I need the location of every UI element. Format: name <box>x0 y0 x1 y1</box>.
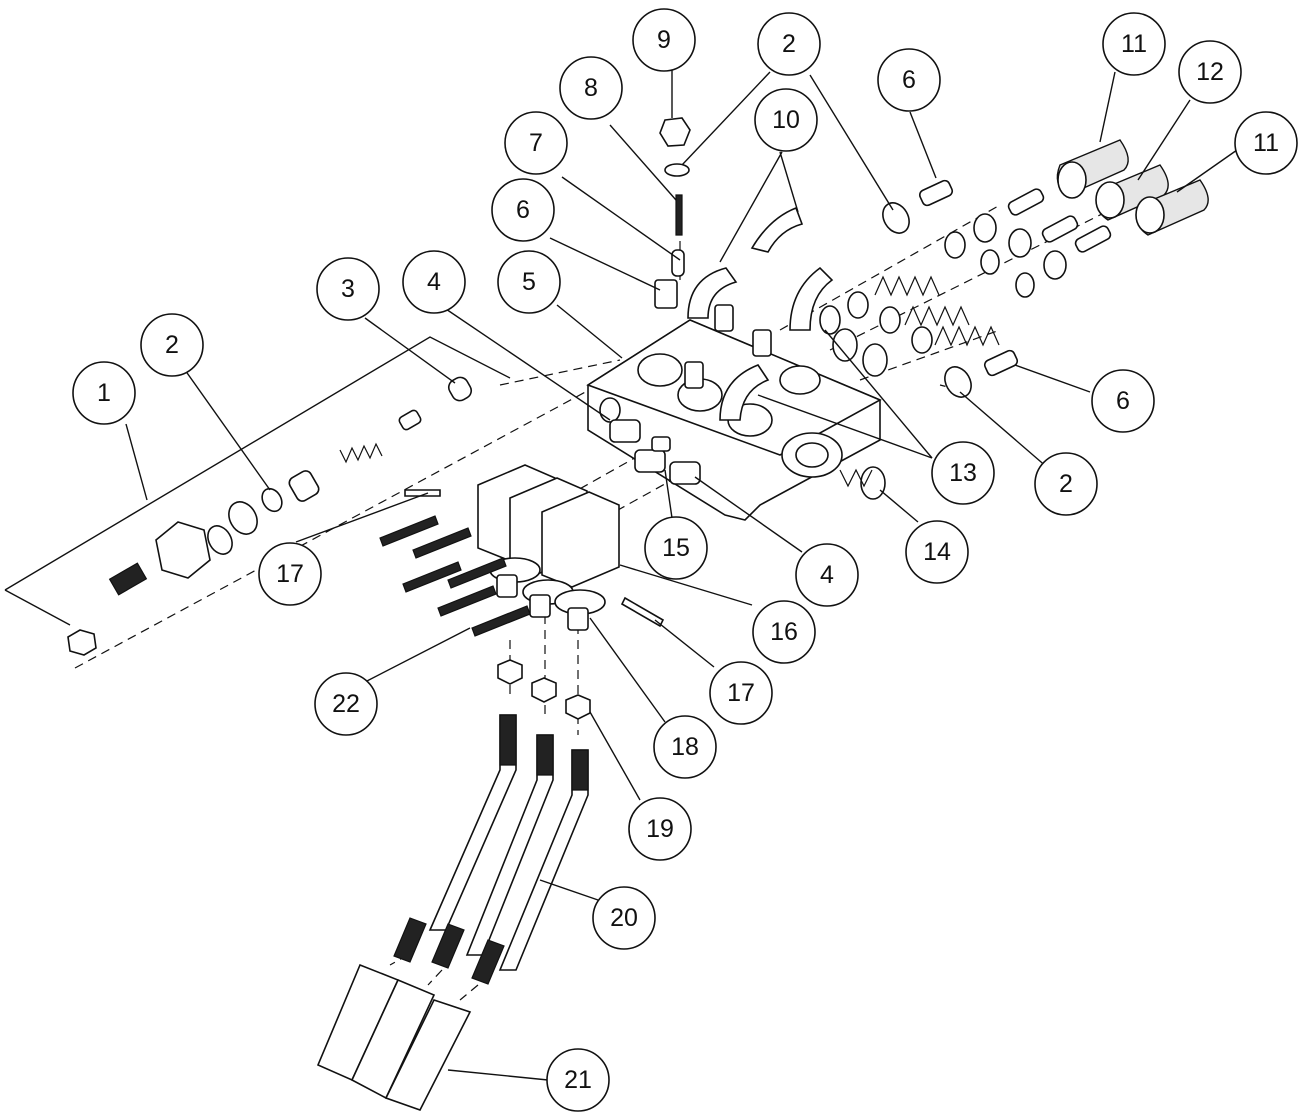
balloon-4-bottom[interactable]: 4 <box>795 543 859 607</box>
svg-text:19: 19 <box>646 815 674 843</box>
balloon-2-top[interactable]: 2 <box>757 12 821 76</box>
balloon-11-left[interactable]: 11 <box>1102 12 1166 76</box>
balloon-21[interactable]: 21 <box>546 1048 610 1112</box>
balloon-20[interactable]: 20 <box>592 886 656 950</box>
plug-and-fittings <box>609 419 886 500</box>
balloon-2-right-lower[interactable]: 2 <box>1034 452 1098 516</box>
balloon-10[interactable]: 10 <box>754 88 818 152</box>
handle-nuts <box>497 659 591 720</box>
balloon-15[interactable]: 15 <box>644 516 708 580</box>
balloon-9[interactable]: 9 <box>632 8 696 72</box>
svg-text:14: 14 <box>923 538 951 566</box>
balloon-17-right[interactable]: 17 <box>709 661 773 725</box>
balloon-16[interactable]: 16 <box>752 600 816 664</box>
elbow-fittings <box>654 117 834 421</box>
balloon-22[interactable]: 22 <box>314 672 378 736</box>
svg-text:22: 22 <box>332 690 360 718</box>
svg-text:20: 20 <box>610 904 638 932</box>
spool-caps <box>1056 139 1209 236</box>
svg-text:2: 2 <box>1059 470 1073 498</box>
svg-text:4: 4 <box>820 561 834 589</box>
svg-text:4: 4 <box>427 268 441 296</box>
svg-text:6: 6 <box>516 196 530 224</box>
relief-valve-parts <box>67 376 473 656</box>
balloon-14[interactable]: 14 <box>905 520 969 584</box>
svg-text:2: 2 <box>782 30 796 58</box>
balloon-13[interactable]: 13 <box>931 441 995 505</box>
handle-grips <box>316 963 472 1111</box>
svg-text:1: 1 <box>97 379 111 407</box>
balloon-1[interactable]: 1 <box>72 361 136 425</box>
balloon-4-top[interactable]: 4 <box>402 250 466 314</box>
balloon-6-right[interactable]: 6 <box>1091 369 1155 433</box>
balloon-8[interactable]: 8 <box>559 56 623 120</box>
svg-text:21: 21 <box>564 1066 592 1094</box>
spool-parts <box>819 179 1112 398</box>
svg-text:5: 5 <box>522 268 536 296</box>
balloon-12[interactable]: 12 <box>1178 40 1242 104</box>
svg-text:11: 11 <box>1121 30 1147 58</box>
svg-text:16: 16 <box>770 618 798 646</box>
svg-text:17: 17 <box>727 679 755 707</box>
svg-text:11: 11 <box>1253 129 1279 157</box>
solenoid-group <box>379 464 665 637</box>
svg-text:7: 7 <box>529 129 543 157</box>
balloons: 1 2 3 4 5 6 7 8 9 2 10 2 6 11 12 11 6 2 … <box>72 8 1298 1112</box>
balloon-17-left[interactable]: 17 <box>258 542 322 606</box>
balloon-2-left[interactable]: 2 <box>140 313 204 377</box>
svg-text:12: 12 <box>1196 58 1224 86</box>
svg-text:8: 8 <box>584 74 598 102</box>
leader-lines <box>125 70 1238 1081</box>
handles <box>393 714 589 985</box>
svg-text:17: 17 <box>276 560 304 588</box>
svg-text:15: 15 <box>662 534 690 562</box>
balloon-6-left[interactable]: 6 <box>491 178 555 242</box>
balloon-19[interactable]: 19 <box>628 797 692 861</box>
assembly-bracket-1 <box>4 336 511 626</box>
balloon-6-top[interactable]: 6 <box>877 48 941 112</box>
svg-text:6: 6 <box>1116 387 1130 415</box>
svg-text:10: 10 <box>772 106 800 134</box>
centerlines <box>74 189 1151 1001</box>
svg-text:2: 2 <box>165 331 179 359</box>
balloon-3[interactable]: 3 <box>316 257 380 321</box>
balloon-5[interactable]: 5 <box>497 250 561 314</box>
balloon-18[interactable]: 18 <box>653 715 717 779</box>
balloon-7[interactable]: 7 <box>504 111 568 175</box>
balloon-11-right[interactable]: 11 <box>1234 111 1298 175</box>
svg-text:13: 13 <box>949 459 977 487</box>
svg-text:3: 3 <box>341 275 355 303</box>
svg-text:6: 6 <box>902 66 916 94</box>
svg-text:9: 9 <box>657 26 671 54</box>
svg-text:18: 18 <box>671 733 699 761</box>
